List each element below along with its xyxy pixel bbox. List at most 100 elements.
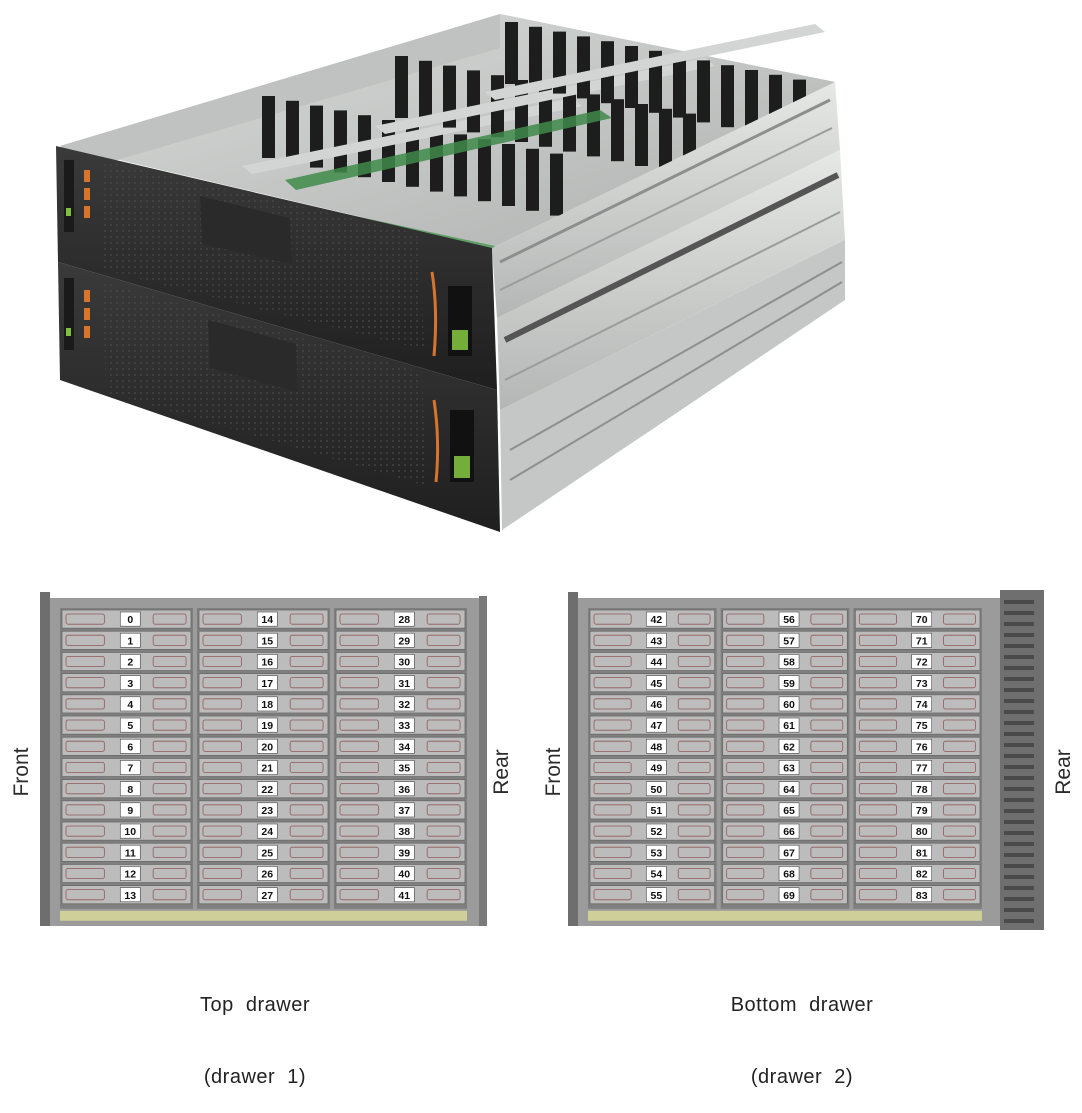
drive-bay[interactable]: 20 (198, 736, 329, 756)
tray-handle (677, 740, 711, 752)
drive-bay[interactable]: 26 (198, 863, 329, 883)
drive-bay[interactable]: 60 (722, 694, 848, 714)
drive-bay[interactable]: 82 (854, 863, 981, 883)
drive-bay[interactable]: 17 (198, 673, 329, 693)
drive-bay[interactable]: 69 (722, 885, 848, 905)
drive-bay[interactable]: 63 (722, 757, 848, 777)
drive-bay[interactable]: 19 (198, 715, 329, 735)
drive-bay[interactable]: 4 (61, 694, 192, 714)
drive-bay[interactable]: 67 (722, 842, 848, 862)
tray-handle (152, 656, 187, 668)
drive-bay[interactable]: 81 (854, 842, 981, 862)
drive-bay[interactable]: 49 (589, 757, 716, 777)
drive-bay[interactable]: 79 (854, 800, 981, 820)
drive-bay[interactable]: 12 (61, 863, 192, 883)
drive-bay[interactable]: 14 (198, 609, 329, 629)
drive-bay[interactable]: 23 (198, 800, 329, 820)
tray-handle (426, 698, 461, 710)
drive-bay[interactable]: 36 (335, 779, 466, 799)
drive-bay[interactable]: 29 (335, 630, 466, 650)
drive-bay[interactable]: 47 (589, 715, 716, 735)
drive-bay[interactable]: 45 (589, 673, 716, 693)
tray-latch (202, 846, 242, 858)
drive-bay[interactable]: 18 (198, 694, 329, 714)
drive-bay[interactable]: 15 (198, 630, 329, 650)
tray-handle (289, 740, 324, 752)
drive-bay[interactable]: 1 (61, 630, 192, 650)
drive-bay[interactable]: 68 (722, 863, 848, 883)
drive-bay[interactable]: 40 (335, 863, 466, 883)
drive-bay[interactable]: 55 (589, 885, 716, 905)
tray-latch (726, 761, 765, 773)
drive-bay[interactable]: 6 (61, 736, 192, 756)
drive-bay[interactable]: 51 (589, 800, 716, 820)
drive-bay[interactable]: 30 (335, 652, 466, 672)
drive-bay[interactable]: 25 (198, 842, 329, 862)
drive-bay[interactable]: 21 (198, 757, 329, 777)
drive-bay[interactable]: 41 (335, 885, 466, 905)
drive-bay[interactable]: 34 (335, 736, 466, 756)
drive-bay[interactable]: 75 (854, 715, 981, 735)
drive-bay[interactable]: 10 (61, 821, 192, 841)
drive-bay[interactable]: 8 (61, 779, 192, 799)
drive-bay[interactable]: 66 (722, 821, 848, 841)
drive-bay[interactable]: 9 (61, 800, 192, 820)
drive-bay[interactable]: 64 (722, 779, 848, 799)
drive-bay[interactable]: 78 (854, 779, 981, 799)
drive-bay[interactable]: 16 (198, 652, 329, 672)
bay-number-tag (119, 611, 141, 627)
drive-bay[interactable]: 35 (335, 757, 466, 777)
drive-slot (334, 110, 347, 173)
drive-bay[interactable]: 52 (589, 821, 716, 841)
drive-bay[interactable]: 73 (854, 673, 981, 693)
drive-bay[interactable]: 50 (589, 779, 716, 799)
bay-number-label: 31 (398, 678, 410, 690)
drive-bay[interactable]: 37 (335, 800, 466, 820)
drive-bay[interactable]: 0 (61, 609, 192, 629)
drive-bay[interactable]: 22 (198, 779, 329, 799)
drive-bay[interactable]: 28 (335, 609, 466, 629)
drive-bay[interactable]: 39 (335, 842, 466, 862)
drive-bay[interactable]: 38 (335, 821, 466, 841)
drive-bay[interactable]: 2 (61, 652, 192, 672)
cable-arm-rib (1004, 787, 1034, 791)
bay-number-tag (393, 802, 415, 818)
bay-number-tag (393, 781, 415, 797)
drive-bay[interactable]: 7 (61, 757, 192, 777)
drive-bay[interactable]: 57 (722, 630, 848, 650)
drive-bay[interactable]: 13 (61, 885, 192, 905)
drive-bay[interactable]: 74 (854, 694, 981, 714)
drive-bay[interactable]: 77 (854, 757, 981, 777)
drive-bay[interactable]: 80 (854, 821, 981, 841)
drive-bay[interactable]: 33 (335, 715, 466, 735)
drive-bay[interactable]: 24 (198, 821, 329, 841)
drive-bay[interactable]: 54 (589, 863, 716, 883)
drive-bay[interactable]: 43 (589, 630, 716, 650)
tray-handle (289, 698, 324, 710)
drive-bay[interactable]: 56 (722, 609, 848, 629)
drive-bay[interactable]: 70 (854, 609, 981, 629)
drive-bay[interactable]: 44 (589, 652, 716, 672)
drive-bay[interactable]: 11 (61, 842, 192, 862)
drive-bay[interactable]: 65 (722, 800, 848, 820)
drive-bay[interactable]: 83 (854, 885, 981, 905)
drive-bay[interactable]: 62 (722, 736, 848, 756)
drive-bay[interactable]: 76 (854, 736, 981, 756)
drive-bay[interactable]: 5 (61, 715, 192, 735)
tray-latch (858, 656, 897, 668)
drive-bay[interactable]: 46 (589, 694, 716, 714)
drive-bay[interactable]: 27 (198, 885, 329, 905)
drive-bay[interactable]: 31 (335, 673, 466, 693)
drive-bay[interactable]: 59 (722, 673, 848, 693)
drive-bay[interactable]: 32 (335, 694, 466, 714)
drive-bay[interactable]: 61 (722, 715, 848, 735)
drive-bay[interactable]: 48 (589, 736, 716, 756)
drive-bay[interactable]: 72 (854, 652, 981, 672)
tray-latch (339, 740, 379, 752)
drive-bay[interactable]: 42 (589, 609, 716, 629)
drive-bay[interactable]: 71 (854, 630, 981, 650)
drive-bay[interactable]: 3 (61, 673, 192, 693)
bay-number-label: 36 (398, 784, 410, 796)
drive-bay[interactable]: 58 (722, 652, 848, 672)
drive-bay[interactable]: 53 (589, 842, 716, 862)
